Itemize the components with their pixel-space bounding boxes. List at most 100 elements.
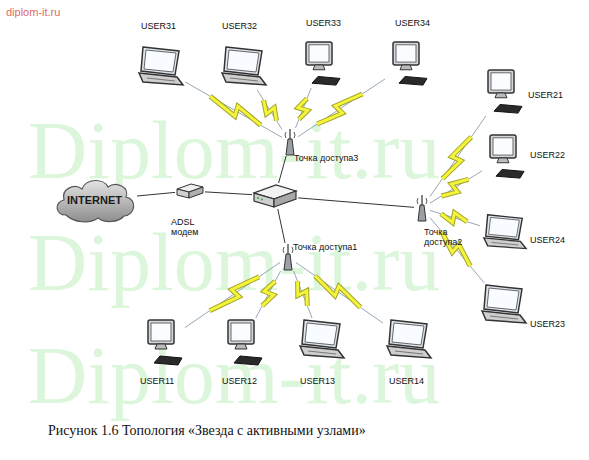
node-label: Точка доступа1 xyxy=(293,242,357,252)
icon-part xyxy=(392,323,424,345)
workstation-node: USER22 xyxy=(482,133,527,181)
lightning-bolt xyxy=(442,137,471,179)
switch-node xyxy=(252,183,298,209)
icon-part xyxy=(313,65,325,70)
node-label: USER23 xyxy=(530,319,565,329)
node-label: USER14 xyxy=(389,376,424,386)
access-point: Точка доступа3 xyxy=(282,128,298,156)
lightning-outline xyxy=(264,100,277,121)
link-line xyxy=(256,271,281,318)
wireless-link xyxy=(257,90,282,129)
icon-part xyxy=(395,351,423,354)
icon-part xyxy=(300,346,344,358)
desktop-icon xyxy=(482,133,527,181)
laptop-icon xyxy=(296,318,346,363)
lightning-bolt xyxy=(298,98,308,119)
node-label: USER34 xyxy=(395,18,430,28)
link-line xyxy=(294,271,313,318)
icon-part xyxy=(308,351,336,354)
icon-part xyxy=(228,320,254,344)
link-line xyxy=(430,171,482,203)
laptop-icon xyxy=(478,283,528,328)
icon-part xyxy=(147,78,175,81)
wireless-link xyxy=(430,116,486,196)
icon-part xyxy=(309,45,329,62)
adsl-modem: ADSL модем xyxy=(175,183,205,199)
laptop-icon xyxy=(383,318,433,363)
wireless-link xyxy=(295,88,311,128)
lightning-outline xyxy=(442,137,471,179)
link-line xyxy=(430,116,486,196)
link-line xyxy=(205,192,252,195)
link-line xyxy=(298,198,414,207)
lightning-outline xyxy=(442,232,470,266)
icon-part xyxy=(490,316,518,319)
lightning-outline xyxy=(210,96,261,125)
icon-part xyxy=(396,45,416,62)
access-point: Точка доступа2 xyxy=(414,194,430,222)
icon-part xyxy=(302,320,340,348)
icon-part xyxy=(230,78,258,81)
lightning-bolt xyxy=(264,100,277,121)
modem-icon xyxy=(175,183,205,199)
icon-part xyxy=(141,47,179,75)
icon-part xyxy=(284,254,292,270)
link-line xyxy=(298,79,385,137)
desktop-icon xyxy=(385,40,430,88)
wireless-link xyxy=(256,271,281,318)
icon-part xyxy=(287,244,288,254)
icon-part xyxy=(497,158,509,163)
router-icon xyxy=(252,183,298,209)
node-label: USER21 xyxy=(528,90,563,100)
wireless-link xyxy=(430,210,480,225)
icon-part xyxy=(306,42,332,65)
icon-part xyxy=(484,238,526,249)
icon-part xyxy=(57,180,134,221)
node-label: USER31 xyxy=(141,21,176,31)
lightning-bolt xyxy=(262,281,275,306)
icon-part xyxy=(154,356,182,365)
icon-part xyxy=(235,344,247,349)
node-label: USER24 xyxy=(530,235,565,245)
internet-cloud: INTERNET xyxy=(52,175,137,225)
link-line xyxy=(278,209,285,243)
icon-part xyxy=(496,169,524,178)
link-line xyxy=(185,82,282,138)
node-label: Точка доступа3 xyxy=(294,153,358,163)
icon-part xyxy=(389,320,427,348)
laptop-node: USER31 xyxy=(135,45,185,90)
node-label: USER13 xyxy=(300,376,335,386)
icon-part xyxy=(285,132,295,138)
node-label: USER33 xyxy=(306,18,341,28)
wireless-link xyxy=(296,263,383,324)
link-line xyxy=(430,210,480,225)
wireless-link xyxy=(294,271,313,318)
laptop-node: USER14 xyxy=(383,318,433,363)
wireless-link xyxy=(298,79,385,137)
icon-part xyxy=(417,198,427,204)
site-mark: diplom-it.ru xyxy=(6,6,60,18)
node-label: USER22 xyxy=(530,150,565,160)
lightning-bolt xyxy=(441,179,468,196)
icon-part xyxy=(139,73,183,85)
icon-part xyxy=(489,217,520,237)
cloud-text-box: INTERNET xyxy=(52,175,137,225)
icon-part xyxy=(492,242,519,245)
laptop-icon xyxy=(218,45,268,90)
desktop-icon xyxy=(298,40,343,88)
workstation-node: USER11 xyxy=(140,318,185,368)
workstation-node: USER12 xyxy=(220,318,265,368)
lightning-bolt xyxy=(210,277,259,311)
workstation-node: USER21 xyxy=(480,68,525,116)
icon-part xyxy=(151,323,171,341)
link-line xyxy=(185,262,280,327)
node-label: USER11 xyxy=(140,376,174,386)
icon-part xyxy=(493,138,513,155)
link-line xyxy=(295,88,311,128)
icon-part xyxy=(399,76,427,85)
cable-link xyxy=(137,192,175,196)
icon-part xyxy=(490,135,516,158)
node-label: USER12 xyxy=(222,376,257,386)
node-label: ADSL модем xyxy=(171,217,215,238)
